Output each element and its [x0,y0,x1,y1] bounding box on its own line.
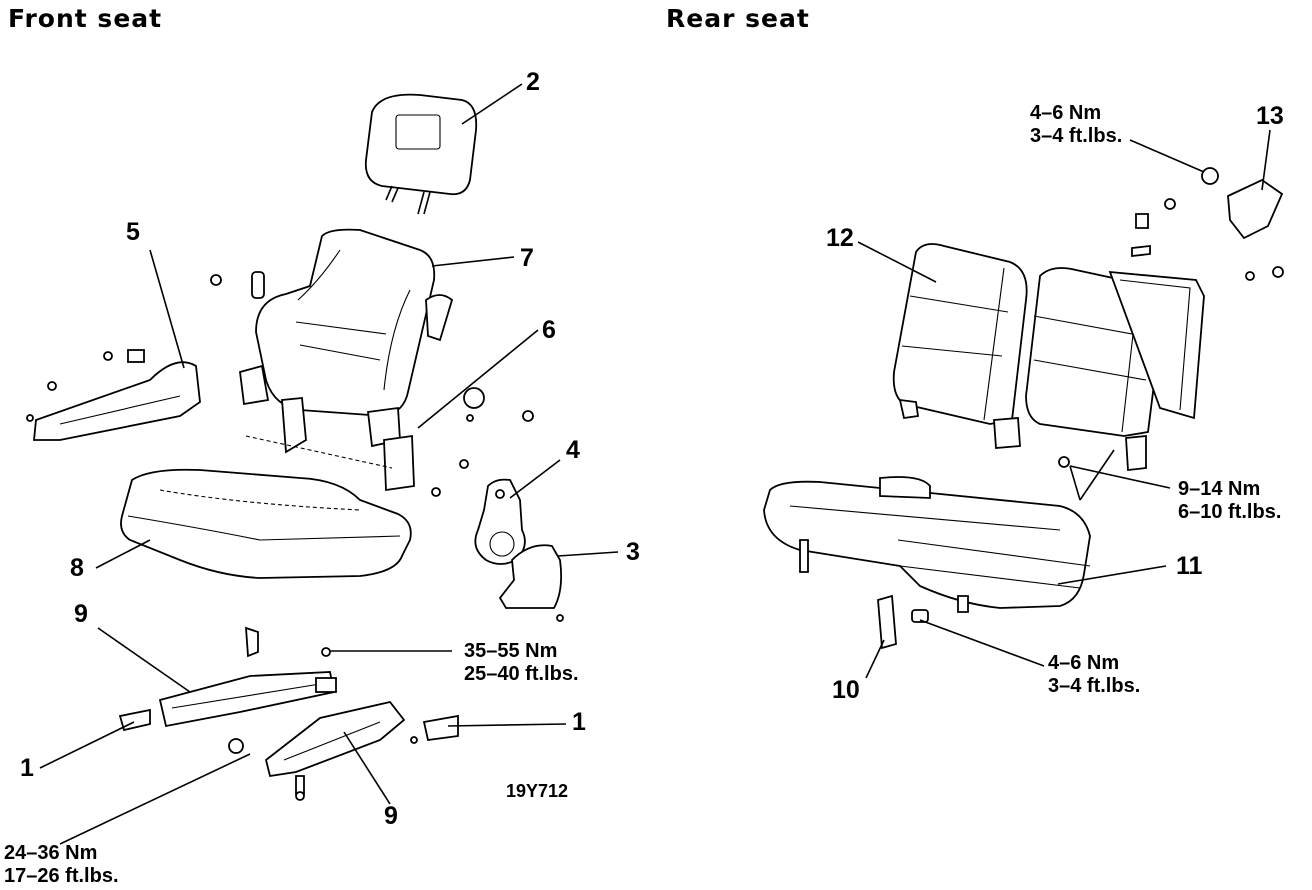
callout-1-right: 1 [572,708,586,736]
rear-seatback-left [892,243,1028,449]
torque-nm: 24–36 Nm [4,842,98,864]
torque-35-55: 35–55 Nm 25–40 ft.lbs. [464,640,579,686]
front-seatback [239,228,454,448]
torque-ftlbs: 25–40 ft.lbs. [464,663,579,685]
callout-12: 12 [826,224,854,252]
front-side-shield [26,349,201,441]
rear-seat-cushion [763,476,1091,613]
callout-4: 4 [566,436,580,464]
front-seat-heading: Front seat [8,4,163,33]
torque-9-14: 9–14 Nm 6–10 ft.lbs. [1178,478,1281,524]
torque-nm: 4–6 Nm [1030,102,1102,124]
callout-9-top: 9 [74,600,88,628]
rear-back-panel [1108,270,1205,420]
figure-code: 19Y712 [506,781,569,801]
callout-6: 6 [542,316,556,344]
recliner-hardware [210,271,534,497]
rear-seat-heading: Rear seat [666,4,810,33]
front-seat-rails [118,626,459,801]
callout-1-left: 1 [20,754,34,782]
torque-nm: 4–6 Nm [1048,652,1120,674]
front-leader-lines [39,83,619,845]
torque-nm: 35–55 Nm [464,640,558,662]
torque-4-6-bottom: 4–6 Nm 3–4 ft.lbs. [1048,652,1140,698]
torque-ftlbs: 17–26 ft.lbs. [4,865,119,887]
torque-24-36: 24–36 Nm 17–26 ft.lbs. [4,842,119,888]
rear-hinge-13 [1058,167,1284,468]
callout-8: 8 [70,554,84,582]
torque-ftlbs: 3–4 ft.lbs. [1030,125,1123,147]
torque-nm: 9–14 Nm [1178,478,1261,500]
front-shield-3 [498,544,564,622]
rear-cover-10 [877,594,929,650]
callout-10: 10 [832,676,860,704]
torque-ftlbs: 6–10 ft.lbs. [1178,501,1282,523]
callout-2: 2 [526,68,540,96]
callout-13: 13 [1256,102,1284,130]
front-shield-4 [474,478,526,565]
torque-4-6-top: 4–6 Nm 3–4 ft.lbs. [1030,102,1122,148]
callout-9-bottom: 9 [384,802,398,830]
callout-5: 5 [126,218,140,246]
front-seat-cushion [120,468,412,579]
callout-7: 7 [520,244,534,272]
torque-ftlbs: 3–4 ft.lbs. [1048,675,1141,697]
callout-11: 11 [1176,552,1203,580]
front-headrest [364,93,478,215]
callout-3: 3 [626,538,640,566]
rear-leader-lines [857,129,1271,679]
